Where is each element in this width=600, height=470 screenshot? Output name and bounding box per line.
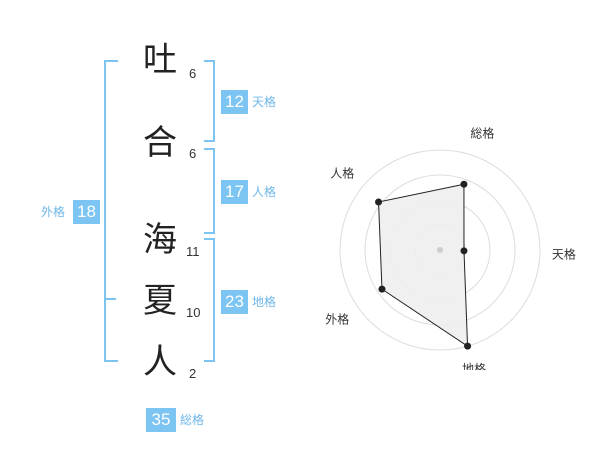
stroke-count-4: 10 [186, 305, 201, 320]
radar-data-polygon [378, 183, 469, 348]
radar-data-point [460, 247, 468, 255]
name-char-5: 人 [143, 342, 177, 382]
gaikaku-bracket-divider [104, 298, 116, 300]
radar-data-point [460, 180, 468, 188]
name-char-3: 海 [143, 220, 177, 260]
tenkaku-label: 天格 [252, 95, 277, 109]
radar-axis-label: 地格 [462, 361, 486, 370]
radar-grid-ring [339, 149, 541, 351]
radar-axis-label: 天格 [552, 246, 576, 261]
name-char-1: 吐 [143, 40, 177, 80]
radar-axis-label: 人格 [330, 166, 354, 181]
radar-center-point [437, 247, 443, 253]
chikaku-value-badge: 23 [221, 290, 248, 314]
chikaku-label: 地格 [252, 295, 277, 309]
gaikaku-label: 外格 [41, 205, 66, 219]
radar-axis-label: 外格 [325, 311, 349, 326]
name-char-2: 合 [143, 123, 177, 163]
stroke-count-1: 6 [189, 66, 197, 81]
soukaku-label: 総格 [180, 413, 205, 427]
gaikaku-value-badge: 18 [73, 200, 100, 224]
stroke-count-3: 11 [186, 244, 200, 259]
name-char-4: 夏 [143, 281, 177, 321]
stroke-count-5: 2 [189, 366, 197, 381]
jinkaku-value-badge: 17 [221, 180, 248, 204]
radar-data-point [375, 198, 383, 206]
tenkaku-value-badge: 12 [221, 90, 248, 114]
stroke-count-2: 6 [189, 146, 197, 161]
soukaku-value-badge: 35 [146, 408, 176, 432]
radar-data-point [378, 285, 386, 293]
chikaku-bracket [204, 238, 215, 362]
radar-data-point [464, 342, 472, 350]
jinkaku-label: 人格 [252, 185, 277, 199]
radar-axis-label: 総格 [470, 125, 494, 140]
jinkaku-bracket [204, 148, 215, 234]
tenkaku-bracket [204, 60, 215, 142]
gaikaku-bracket [104, 60, 118, 362]
